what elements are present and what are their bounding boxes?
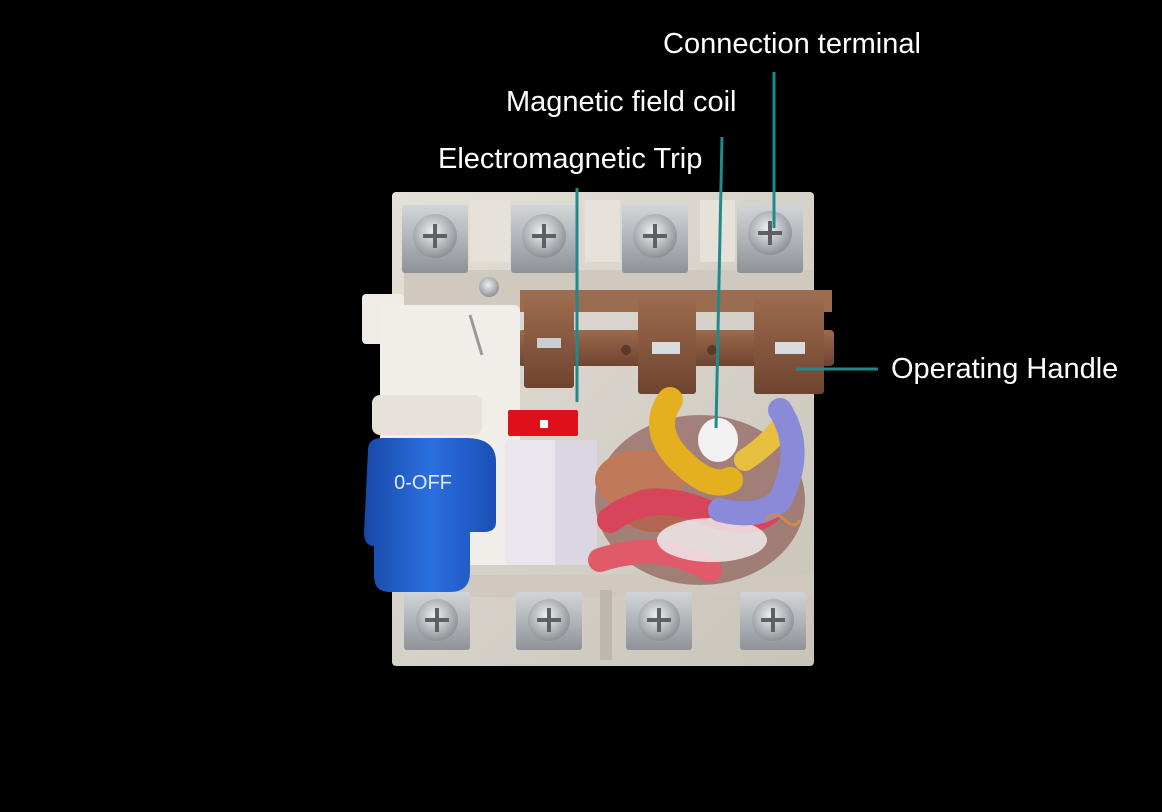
terminal-bottom-3 xyxy=(626,592,692,650)
terminal-top-2 xyxy=(511,205,577,273)
leader-magnetic-field-coil xyxy=(714,136,724,429)
red-indicator xyxy=(508,410,578,436)
label-connection-terminal: Connection terminal xyxy=(663,28,921,60)
operating-handle-mechanism xyxy=(518,290,834,394)
label-electromagnetic-trip: Electromagnetic Trip xyxy=(438,143,703,175)
terminal-top-3 xyxy=(622,205,688,273)
leader-lines xyxy=(575,72,878,429)
magnetic-coil-wiring xyxy=(588,387,805,585)
label-magnetic-field-coil: Magnetic field coil xyxy=(506,86,737,118)
top-terminals xyxy=(402,205,803,273)
switch-label: 0-OFF xyxy=(394,472,452,494)
terminal-bottom-4 xyxy=(740,592,806,650)
terminal-top-4 xyxy=(737,205,803,273)
bottom-terminals xyxy=(404,592,806,650)
label-operating-handle: Operating Handle xyxy=(891,353,1119,385)
terminal-bottom-2 xyxy=(516,592,582,650)
terminal-top-1 xyxy=(402,205,468,273)
terminal-bottom-1 xyxy=(404,592,470,650)
off-switch-knob[interactable]: 0-OFF xyxy=(364,438,496,592)
